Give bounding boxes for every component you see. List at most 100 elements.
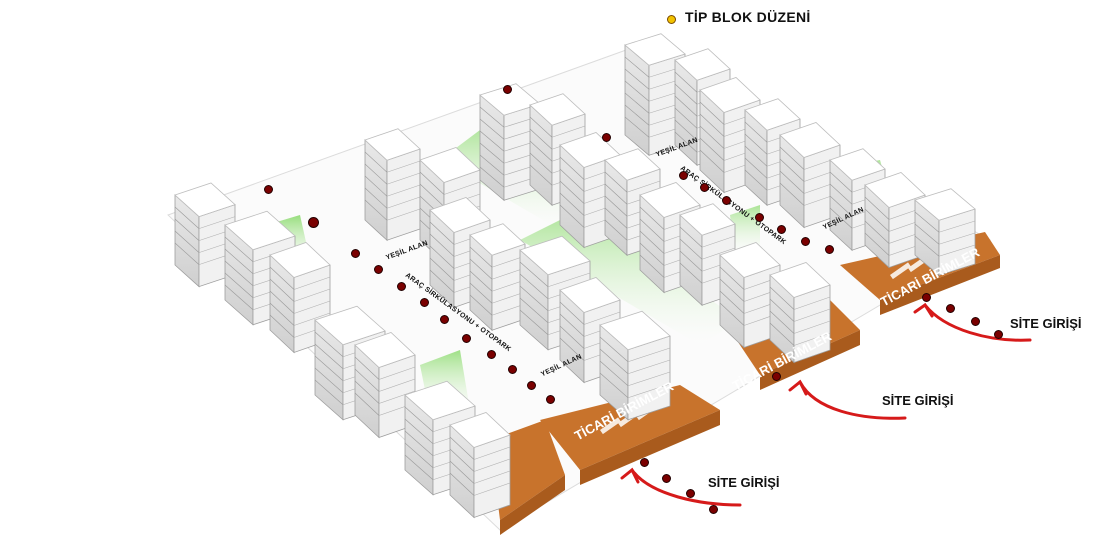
marker-icon — [755, 213, 764, 222]
floor-line — [914, 211, 940, 233]
marker-icon — [709, 505, 718, 514]
building-roof — [679, 203, 736, 236]
floor-line — [269, 290, 295, 314]
entrance-arrow-head-right — [913, 302, 934, 318]
floor-line — [674, 119, 698, 141]
green-area — [520, 210, 740, 345]
floor-line — [604, 207, 628, 229]
floor-line — [779, 170, 805, 194]
floor-line — [604, 195, 628, 217]
floor-line — [938, 232, 976, 245]
floor-line — [378, 390, 416, 404]
floor-line — [674, 83, 698, 105]
floor-line — [529, 140, 553, 162]
floor-line — [174, 242, 200, 265]
floor-line — [443, 181, 481, 195]
floor-line — [174, 230, 200, 253]
floor-line — [174, 206, 200, 229]
floor-line — [829, 171, 853, 193]
commercial-platform — [540, 385, 720, 470]
floor-line — [769, 322, 795, 346]
floor-line — [479, 130, 505, 152]
floor-line — [639, 254, 665, 278]
floor-line — [491, 279, 526, 292]
floor-line — [404, 406, 434, 432]
floor-line — [639, 230, 665, 254]
floor-line — [386, 208, 421, 221]
entrance-arrows — [620, 302, 1032, 507]
floor-line — [674, 71, 698, 93]
floor-line — [624, 92, 650, 114]
site-entrance-label-bottom: SİTE GİRİŞİ — [708, 475, 780, 490]
building-block — [449, 412, 511, 519]
site-entrance-label-right: SİTE GİRİŞİ — [1010, 316, 1082, 331]
floor-line — [419, 183, 445, 207]
floor-line — [604, 171, 628, 193]
floor-line — [769, 286, 795, 310]
floor-line — [624, 104, 650, 126]
entrance-arrow-middle — [798, 380, 907, 420]
marker-icon — [440, 315, 449, 324]
building-roof — [914, 188, 976, 221]
floor-line — [224, 284, 254, 310]
floor-line — [224, 272, 254, 298]
floor-line — [699, 137, 725, 161]
marker-icon — [264, 185, 273, 194]
floor-line — [519, 309, 549, 335]
floor-line — [386, 184, 421, 197]
marker-icon — [772, 372, 781, 381]
floor-line — [429, 221, 455, 245]
floor-line — [386, 160, 421, 173]
floor-line — [679, 250, 703, 272]
building-block — [779, 122, 841, 229]
floor-line — [583, 311, 621, 325]
marker-icon — [686, 489, 695, 498]
floor-line — [627, 383, 671, 399]
floor-line — [624, 56, 650, 78]
commercial-front — [760, 330, 860, 390]
floor-line — [364, 151, 388, 173]
floor-line — [519, 285, 549, 311]
floor-line — [674, 131, 698, 153]
marker-icon — [420, 298, 429, 307]
building-blocks — [174, 33, 976, 519]
building-roof — [769, 262, 831, 298]
building-roof — [599, 310, 671, 351]
floor-line — [479, 142, 505, 164]
floor-line — [269, 302, 295, 326]
floor-line — [674, 107, 698, 129]
marker-icon — [722, 196, 731, 205]
floor-line — [627, 371, 671, 387]
floor-line — [529, 164, 553, 186]
marker-icon — [662, 474, 671, 483]
entrance-arrow-right — [923, 303, 1032, 342]
floor-line — [519, 273, 549, 299]
building-roof — [519, 235, 591, 276]
floor-line — [314, 379, 344, 405]
floor-line — [449, 460, 475, 484]
building-roof — [639, 182, 701, 218]
marker-icon — [971, 317, 980, 326]
floor-line — [559, 325, 585, 349]
floor-line — [559, 204, 585, 228]
floor-line — [479, 118, 505, 140]
marker-icon — [374, 265, 383, 274]
building-roof — [269, 242, 331, 278]
commercial-front — [500, 475, 565, 535]
floor-line — [529, 116, 553, 138]
floor-line — [679, 238, 703, 260]
marker-icon — [397, 282, 406, 291]
floor-line — [293, 312, 331, 326]
floor-line — [519, 261, 549, 287]
title-marker-icon — [667, 15, 676, 24]
building-roof — [829, 148, 886, 181]
floor-line — [599, 360, 629, 386]
floor-line — [744, 145, 768, 167]
building-roof — [744, 98, 801, 131]
floor-line — [674, 95, 698, 117]
building-facade — [473, 434, 511, 519]
building-block — [364, 128, 421, 242]
floor-line — [701, 235, 736, 248]
floor-line — [559, 156, 585, 180]
